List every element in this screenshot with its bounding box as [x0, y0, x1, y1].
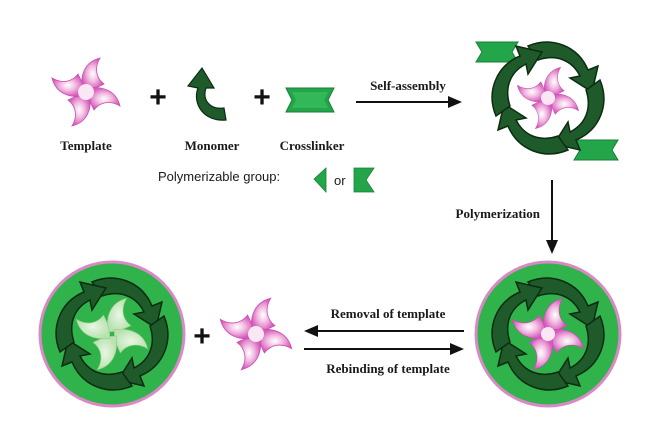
imprinted-polymer-with-template	[474, 260, 622, 408]
polymerizable-group-label: Polymerizable group:	[158, 169, 280, 184]
polymerizable-group-wedge-icon	[313, 167, 327, 194]
plus-sign-1: +	[149, 81, 167, 114]
crosslinker-label: Crosslinker	[280, 138, 345, 153]
template-label: Template	[60, 138, 112, 153]
rebinding-arrow	[304, 343, 464, 355]
monomer-arrow	[186, 66, 227, 121]
self-assembled-complex	[475, 41, 619, 161]
imprinted-polymer-empty-cavity	[38, 260, 186, 408]
self-assembly-label: Self-assembly	[370, 78, 446, 93]
plus-sign-2: +	[253, 81, 271, 114]
monomer-label: Monomer	[185, 138, 240, 153]
template-pinwheel	[51, 57, 121, 127]
self-assembly-arrow	[356, 96, 462, 108]
plus-sign-3: +	[193, 320, 211, 353]
polymerizable-group-notch-icon	[353, 167, 375, 193]
polymerization-arrow	[546, 180, 558, 254]
rebinding-label: Rebinding of template	[326, 361, 450, 376]
polymerization-label: Polymerization	[456, 206, 541, 221]
removal-label: Removal of template	[331, 306, 446, 321]
or-label: or	[334, 173, 346, 188]
free-template-pinwheel	[219, 297, 293, 371]
crosslinker-shape	[285, 87, 335, 113]
removal-arrow	[304, 325, 464, 337]
